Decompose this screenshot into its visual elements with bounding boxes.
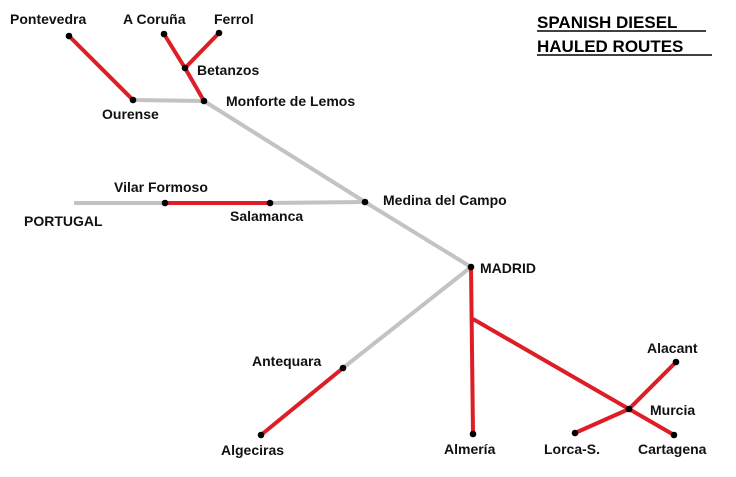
route-a-coruna-betanzos <box>162 32 187 70</box>
station-dot-antequara <box>339 364 347 372</box>
route-medina-madrid <box>363 200 473 269</box>
route-salamanca-medina <box>269 200 366 205</box>
route-madrid-antequara <box>341 265 473 370</box>
label-antequara: Antequara <box>252 353 321 369</box>
route-antequara-algeciras <box>259 366 345 437</box>
routes-layer <box>67 31 678 437</box>
route-pontevedra-ourense <box>67 34 135 102</box>
station-dot-medina <box>361 198 369 206</box>
station-dot-cartagena <box>670 431 678 439</box>
label-almeria: Almería <box>444 441 496 457</box>
station-dot-monforte <box>200 97 208 105</box>
label-pontevedra: Pontevedra <box>10 11 86 27</box>
label-murcia: Murcia <box>650 402 695 418</box>
station-dot-ourense <box>129 96 137 104</box>
station-dot-madrid <box>467 263 475 271</box>
stations-layer <box>65 29 680 439</box>
label-vilar-formoso: Vilar Formoso <box>114 179 208 195</box>
route-murcia-lorca <box>574 407 630 435</box>
label-portugal: PORTUGAL <box>24 213 103 229</box>
route-monforte-medina <box>202 99 367 204</box>
label-madrid: MADRID <box>480 260 536 276</box>
station-dot-almeria <box>469 430 477 438</box>
station-dot-betanzos <box>181 64 189 72</box>
route-madrid-almeria <box>469 266 475 435</box>
label-ourense: Ourense <box>102 106 159 122</box>
label-cartagena: Cartagena <box>638 441 707 457</box>
station-dot-algeciras <box>257 431 265 439</box>
label-betanzos: Betanzos <box>197 62 259 78</box>
label-ferrol: Ferrol <box>214 11 254 27</box>
route-betanzos-monforte <box>183 67 206 102</box>
station-dot-alacant <box>672 358 680 366</box>
label-a-coruna: A Coruña <box>123 11 186 27</box>
station-dot-pontevedra <box>65 32 73 40</box>
station-dot-a-coruna <box>160 30 168 38</box>
station-dot-murcia <box>625 405 633 413</box>
label-medina: Medina del Campo <box>383 192 507 208</box>
station-dot-lorca <box>571 429 579 437</box>
map-title-line-2: HAULED ROUTES <box>537 37 683 56</box>
label-lorca: Lorca-S. <box>544 441 600 457</box>
route-alacant-murcia <box>627 360 678 411</box>
map-title-line-1: SPANISH DIESEL <box>537 13 677 32</box>
route-madrid-cartagena <box>472 317 675 437</box>
label-monforte: Monforte de Lemos <box>226 93 355 109</box>
route-ferrol-betanzos <box>183 31 221 70</box>
route-ourense-monforte <box>132 98 205 103</box>
station-dot-vilar-formoso <box>161 199 169 207</box>
label-alacant: Alacant <box>647 340 698 356</box>
label-algeciras: Algeciras <box>221 442 284 458</box>
station-dot-salamanca <box>266 199 274 207</box>
label-salamanca: Salamanca <box>230 208 303 224</box>
station-dot-ferrol <box>215 29 223 37</box>
